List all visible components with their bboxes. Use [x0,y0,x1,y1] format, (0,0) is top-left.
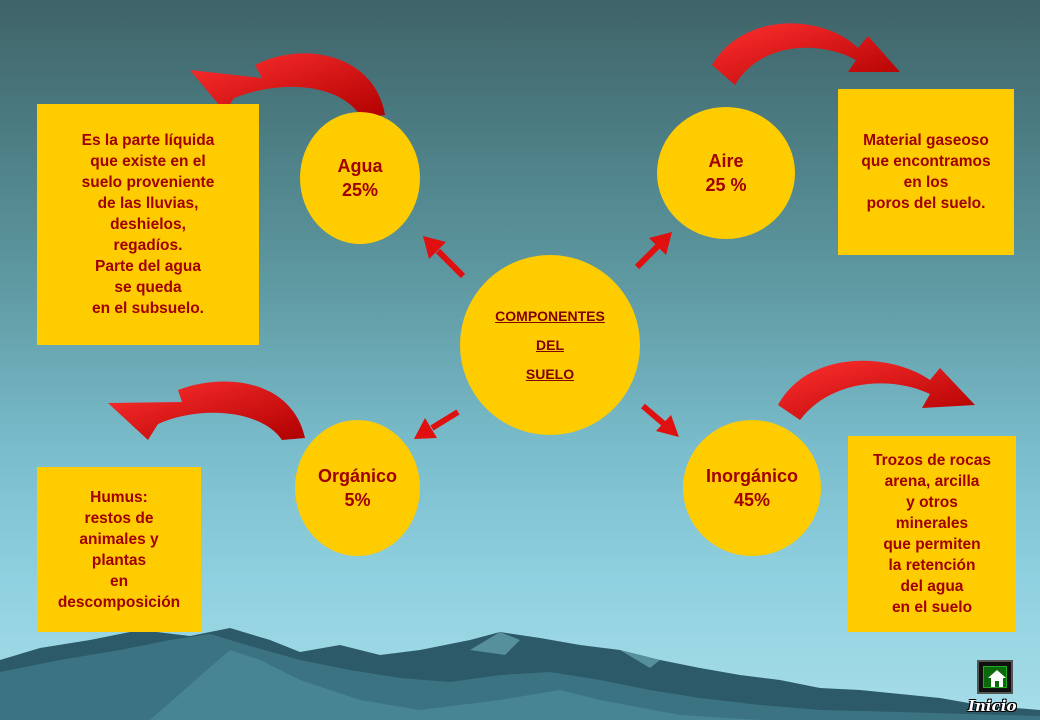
desc-line: Humus: [90,488,148,506]
desc-line: restos de [84,509,154,527]
organico-name: Orgánico [317,466,397,486]
desc-line: en los [903,174,949,191]
desc-line: Material gaseoso [863,132,989,149]
desc-line: Es la parte líquida [81,132,215,149]
component-aire: Aire 25 % [657,107,795,239]
description-aire: Material gaseoso que encontramos en los … [838,89,1014,255]
description-agua: Es la parte líquida que existe en el sue… [37,104,259,345]
desc-line: y otros [906,494,958,511]
desc-line: de las lluvias, [97,195,199,212]
arrow-to-organico [414,409,460,439]
component-agua: Agua 25% [300,112,420,244]
curved-arrow-organico [108,381,305,440]
agua-name: Agua [337,156,383,176]
home-label[interactable]: Inicio [968,697,1017,715]
aire-value: 25 % [705,175,747,195]
center-line-1: COMPONENTES [495,307,605,324]
desc-line: arena, arcilla [884,473,980,490]
center-circle: COMPONENTES DEL SUELO [460,255,640,435]
center-line-3: SUELO [525,365,575,382]
desc-line: Trozos de rocas [872,452,991,469]
desc-line: descomposición [57,593,181,611]
home-icon [988,670,1006,687]
desc-line: animales y [79,530,159,548]
description-organico: Humus: restos de animales y plantas en d… [37,467,201,632]
curved-arrow-inorganico [778,360,975,420]
desc-line: regadíos. [113,237,183,254]
organico-value: 5% [344,490,371,510]
desc-line: deshielos, [110,216,186,233]
aire-name: Aire [708,151,744,171]
desc-line: la retención [888,557,976,574]
desc-line: que encontramos [861,153,991,170]
desc-line: en [109,572,129,590]
desc-line: poros del suelo. [866,195,986,212]
arrow-to-aire [634,232,672,270]
home-button[interactable] [977,660,1013,694]
component-organico: Orgánico 5% [295,420,420,556]
agua-value: 25% [341,180,379,200]
desc-line: que existe en el [90,153,206,170]
description-inorganico: Trozos de rocas arena, arcilla y otros m… [848,436,1016,632]
component-inorganico: Inorgánico 45% [683,420,821,556]
desc-line: en el suelo [891,599,973,616]
desc-line: en el subsuelo. [92,300,204,317]
desc-line: que permiten [883,536,981,553]
desc-line: plantas [91,551,147,569]
desc-line: Parte del agua [95,258,201,275]
inorganico-value: 45% [733,490,771,510]
arrow-to-agua [423,236,466,279]
desc-line: del agua [900,578,964,595]
desc-line: minerales [895,515,969,532]
curved-arrow-aire [712,23,900,85]
arrow-to-inorganico [641,403,679,437]
inorganico-name: Inorgánico [705,466,798,486]
desc-line: se queda [114,279,182,296]
desc-line: suelo proveniente [81,174,215,191]
curved-arrow-agua [190,53,385,118]
center-line-2: DEL [536,336,564,353]
